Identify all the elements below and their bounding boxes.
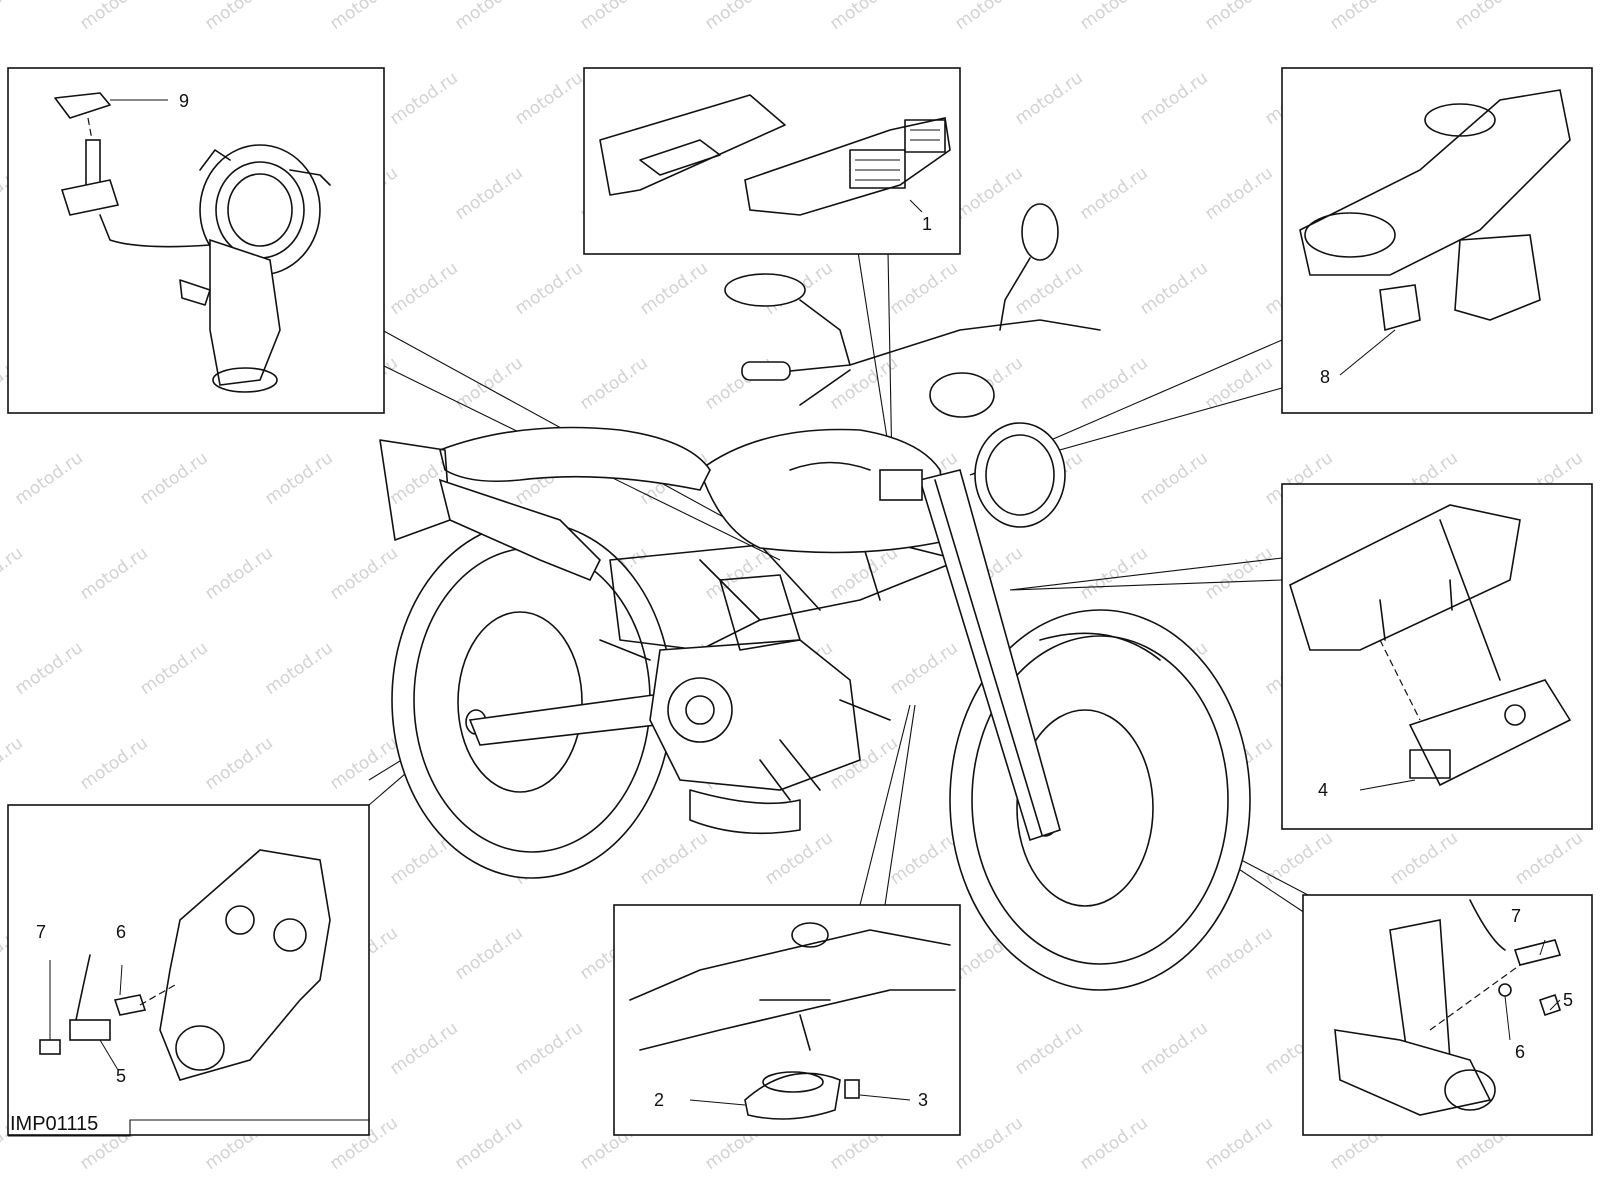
watermark-text: motod.ru [636, 828, 711, 889]
watermark-text: motod.ru [511, 68, 586, 129]
callout-6-rear: 6 [116, 922, 126, 942]
watermark-text: motod.ru [11, 638, 86, 699]
watermark-text: motod.ru [261, 638, 336, 699]
watermark-text: motod.ru [1201, 0, 1276, 34]
watermark-text: motod.ru [1011, 68, 1086, 129]
watermark-text: motod.ru [886, 638, 961, 699]
watermark-text: motod.ru [1076, 353, 1151, 414]
callout-4: 4 [1318, 780, 1328, 800]
watermark-text: motod.ru [0, 733, 27, 794]
figure-code-tab: IMP01115 [8, 1113, 369, 1137]
detail-box-steering [1281, 67, 1593, 414]
callout-2: 2 [654, 1090, 664, 1110]
watermark-text: motod.ru [386, 1018, 461, 1079]
watermark-text: motod.ru [1201, 923, 1276, 984]
watermark-text: motod.ru [886, 258, 961, 319]
figure-code: IMP01115 [10, 1113, 98, 1135]
watermark-text: motod.ru [76, 543, 151, 604]
watermark-text: motod.ru [11, 448, 86, 509]
watermark-text: motod.ru [326, 0, 401, 34]
callout-7-rear: 7 [36, 922, 46, 942]
watermark-text: motod.ru [761, 828, 836, 889]
callout-5-front: 5 [1563, 990, 1573, 1010]
watermark-text: motod.ru [136, 638, 211, 699]
watermark-text: motod.ru [451, 0, 526, 34]
callout-6-front: 6 [1515, 1042, 1525, 1062]
watermark-text: motod.ru [136, 448, 211, 509]
watermark-text: motod.ru [76, 733, 151, 794]
watermark-text: motod.ru [201, 733, 276, 794]
callout-9: 9 [179, 91, 189, 111]
watermark-text: motod.ru [76, 0, 151, 34]
watermark-text: motod.ru [1136, 68, 1211, 129]
watermark-text: motod.ru [386, 258, 461, 319]
watermark-text: motod.ru [261, 448, 336, 509]
watermark-text: motod.ru [636, 258, 711, 319]
callout-1: 1 [922, 214, 932, 234]
watermark-text: motod.ru [1451, 0, 1526, 34]
watermark-text: motod.ru [1076, 0, 1151, 34]
watermark-text: motod.ru [326, 543, 401, 604]
watermark-text: motod.ru [451, 1113, 526, 1174]
detail-box-regulator [1281, 483, 1593, 830]
detail-box-rear-sensor [7, 804, 370, 1136]
watermark-text: motod.ru [1011, 1018, 1086, 1079]
watermark-text: motod.ru [1386, 828, 1461, 889]
watermark-text: motod.ru [1511, 828, 1586, 889]
detail-box-ecu [583, 67, 961, 255]
callout-5-rear: 5 [116, 1066, 126, 1086]
callout-3: 3 [918, 1090, 928, 1110]
watermark-text: motod.ru [1136, 448, 1211, 509]
watermark-text: motod.ru [826, 0, 901, 34]
watermark-text: motod.ru [511, 258, 586, 319]
watermark-text: motod.ru [951, 0, 1026, 34]
watermark-text: motod.ru [0, 543, 27, 604]
watermark-text: motod.ru [951, 1113, 1026, 1174]
watermark-text: motod.ru [951, 163, 1026, 224]
watermark-text: motod.ru [1076, 163, 1151, 224]
callout-8: 8 [1320, 367, 1330, 387]
watermark-text: motod.ru [451, 163, 526, 224]
watermark-text: motod.ru [886, 828, 961, 889]
watermark-text: motod.ru [0, 0, 27, 34]
watermark-text: motod.ru [1261, 828, 1336, 889]
watermark-text: motod.ru [201, 543, 276, 604]
watermark-text: motod.ru [1201, 353, 1276, 414]
watermark-text: motod.ru [386, 68, 461, 129]
watermark-text: motod.ru [511, 1018, 586, 1079]
detail-box-intake [7, 67, 385, 414]
watermark-text: motod.ru [1201, 163, 1276, 224]
watermark-text: motod.ru [1076, 1113, 1151, 1174]
motorcycle-illustration [379, 203, 1251, 991]
watermark-text: motod.ru [1011, 258, 1086, 319]
watermark-text: motod.ru [1326, 0, 1401, 34]
watermark-text: motod.ru [701, 0, 776, 34]
watermark-text: motod.ru [576, 0, 651, 34]
watermark-text: motod.ru [1136, 1018, 1211, 1079]
detail-box-front-sensor [1302, 894, 1593, 1136]
watermark-text: motod.ru [1201, 543, 1276, 604]
watermark-text: motod.ru [326, 733, 401, 794]
watermark-text: motod.ru [1201, 1113, 1276, 1174]
watermark-text: motod.ru [1136, 258, 1211, 319]
watermark-text: motod.ru [1076, 543, 1151, 604]
callout-labels: 9 1 8 4 7 6 5 2 3 7 6 5 [36, 91, 1573, 1110]
callout-7-front: 7 [1511, 906, 1521, 926]
watermark-text: motod.ru [451, 923, 526, 984]
detail-box-horn [613, 904, 961, 1136]
watermark-text: motod.ru [201, 0, 276, 34]
watermark-text: motod.ru [576, 353, 651, 414]
